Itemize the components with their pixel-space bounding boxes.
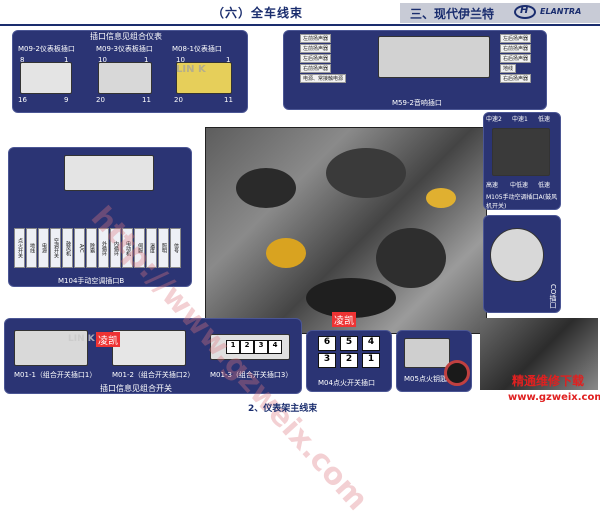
- m08-1-pin-10: 10: [176, 56, 185, 64]
- m04-pin: 4: [362, 336, 380, 351]
- audio-right-tag: 右后扬声器: [500, 74, 532, 83]
- m01-3-pin: 3: [254, 340, 268, 354]
- m105-connector: [492, 128, 550, 176]
- m08-1-pin-20: 20: [174, 96, 183, 104]
- m104-wire-label: 鼓风机: [62, 228, 73, 268]
- m09-2-pin-8: 8: [20, 56, 25, 64]
- m09-3-label: M09-3仪表板插口: [96, 45, 153, 53]
- audio-left-tag: 左后扬声器: [300, 54, 332, 63]
- m08-1-connector: [176, 62, 232, 94]
- audio-right-tag: 地线: [500, 64, 517, 73]
- m105-top-label: 中速1: [512, 116, 528, 123]
- co-connector: [490, 228, 544, 282]
- m104-wire-label: 照明: [158, 228, 169, 268]
- m104-wire-label: 电源: [38, 228, 49, 268]
- m105-top-label: 中速2: [486, 116, 502, 123]
- m09-3-pin-11: 11: [142, 96, 151, 104]
- m104-wire-label: 除霜: [86, 228, 97, 268]
- m04-pin: 3: [318, 353, 336, 368]
- figure-caption: 2、仪表架主线束: [248, 404, 318, 414]
- m105-bottom-label: 低速: [538, 182, 551, 189]
- m09-3-connector: [98, 62, 152, 94]
- m104-wire-label: 地线: [26, 228, 37, 268]
- audio-right-tag: 左后扬声器: [500, 34, 532, 43]
- m105-bottom-label: 高速: [486, 182, 499, 189]
- m01-2-label: M01-2（组合开关插口2）: [112, 371, 195, 379]
- m104-wire-label: A/C: [74, 228, 85, 268]
- ignition-photo: [480, 318, 598, 390]
- m104-wire-label: 温度: [146, 228, 157, 268]
- hyundai-logo-letter: H: [520, 5, 529, 16]
- m104-connector: [64, 155, 154, 191]
- chapter-title: （六）全车线束: [212, 6, 304, 20]
- audio-right-tag: 右前扬声器: [500, 44, 532, 53]
- site-watermark-url: www.gzweix.com: [508, 392, 600, 403]
- m04-pin: 5: [340, 336, 358, 351]
- linkai-brand: 凌凯: [96, 332, 120, 347]
- co-connector-label: CO插口: [549, 284, 557, 309]
- m104-wire-label: 电动机: [122, 228, 133, 268]
- m01-1-label: M01-1（组合开关插口1）: [14, 371, 97, 379]
- m104-wire-label: 伺服: [134, 228, 145, 268]
- m04-pin: 2: [340, 353, 358, 368]
- audio-left-tag: 左前扬声器: [300, 34, 332, 43]
- m09-2-pin-9: 9: [64, 96, 69, 104]
- dashboard-wiring-photo: [205, 127, 487, 334]
- linkai-mark-bottom: LIN K: [68, 334, 95, 344]
- m01-3-pin: 2: [240, 340, 254, 354]
- m104-wire-label: 空调开关: [50, 228, 61, 268]
- m01-3-label: M01-3（组合开关插口3）: [210, 371, 293, 379]
- m04-label: M04点火开关插口: [318, 379, 375, 387]
- m104-wire-label: 点火开关: [14, 228, 25, 268]
- audio-left-tag: 电源、常接触电源: [300, 74, 347, 83]
- m01-2-connector: [112, 330, 186, 366]
- m08-1-pin-11: 11: [224, 96, 233, 104]
- m104-wire-label: 内循环: [110, 228, 121, 268]
- m09-2-label: M09-2仪表板插口: [18, 45, 75, 53]
- m104-label: M104手动空调插口B: [58, 277, 125, 285]
- audio-left-tag: 左前扬声器: [300, 44, 332, 53]
- m01-3-pin: 1: [226, 340, 240, 354]
- linkai-brand-2: 凌凯: [332, 312, 356, 327]
- audio-connector: [378, 36, 490, 78]
- model-banner: [400, 3, 600, 23]
- hyundai-logo-icon: [514, 5, 536, 19]
- site-watermark-cn: 精通维修下载: [512, 374, 585, 388]
- brand-name: ELANTRA: [540, 7, 582, 16]
- model-title: 三、现代伊兰特: [410, 7, 495, 21]
- m08-1-pin-1: 1: [226, 56, 231, 64]
- m01-3-pin: 4: [268, 340, 282, 354]
- m05-connector: [404, 338, 450, 368]
- audio-right-tag: 右后扬声器: [500, 54, 532, 63]
- m04-pin: 1: [362, 353, 380, 368]
- audio-connector-label: M59-2音响插口: [392, 99, 442, 107]
- m09-3-pin-1: 1: [144, 56, 149, 64]
- key-cylinder-icon: [444, 360, 470, 386]
- m09-2-pin-16: 16: [18, 96, 27, 104]
- m09-2-connector: [20, 62, 72, 94]
- m09-2-pin-1: 1: [64, 56, 69, 64]
- m105-label: M105手动空调插口A(鼓风机开关): [486, 194, 558, 210]
- audio-left-tag: 右前扬声器: [300, 64, 332, 73]
- m08-1-label: M08-1仪表插口: [172, 45, 222, 53]
- switch-panel-title: 插口信息见组合开关: [100, 384, 172, 393]
- m104-wire-label: 外循环: [98, 228, 109, 268]
- m105-bottom-label: 中低速: [510, 182, 529, 189]
- instrument-panel-title: 插口信息见组合仪表: [90, 32, 162, 41]
- m09-3-pin-10: 10: [98, 56, 107, 64]
- m105-top-label: 低速: [538, 116, 551, 123]
- m04-pin: 6: [318, 336, 336, 351]
- linkai-mark: LIN K: [176, 64, 206, 75]
- m05-label: M05点火钥匙插口: [404, 375, 461, 383]
- header-rule: [0, 24, 600, 26]
- m01-1-connector: [14, 330, 88, 366]
- m09-3-pin-20: 20: [96, 96, 105, 104]
- m104-wire-label: 信号: [170, 228, 181, 268]
